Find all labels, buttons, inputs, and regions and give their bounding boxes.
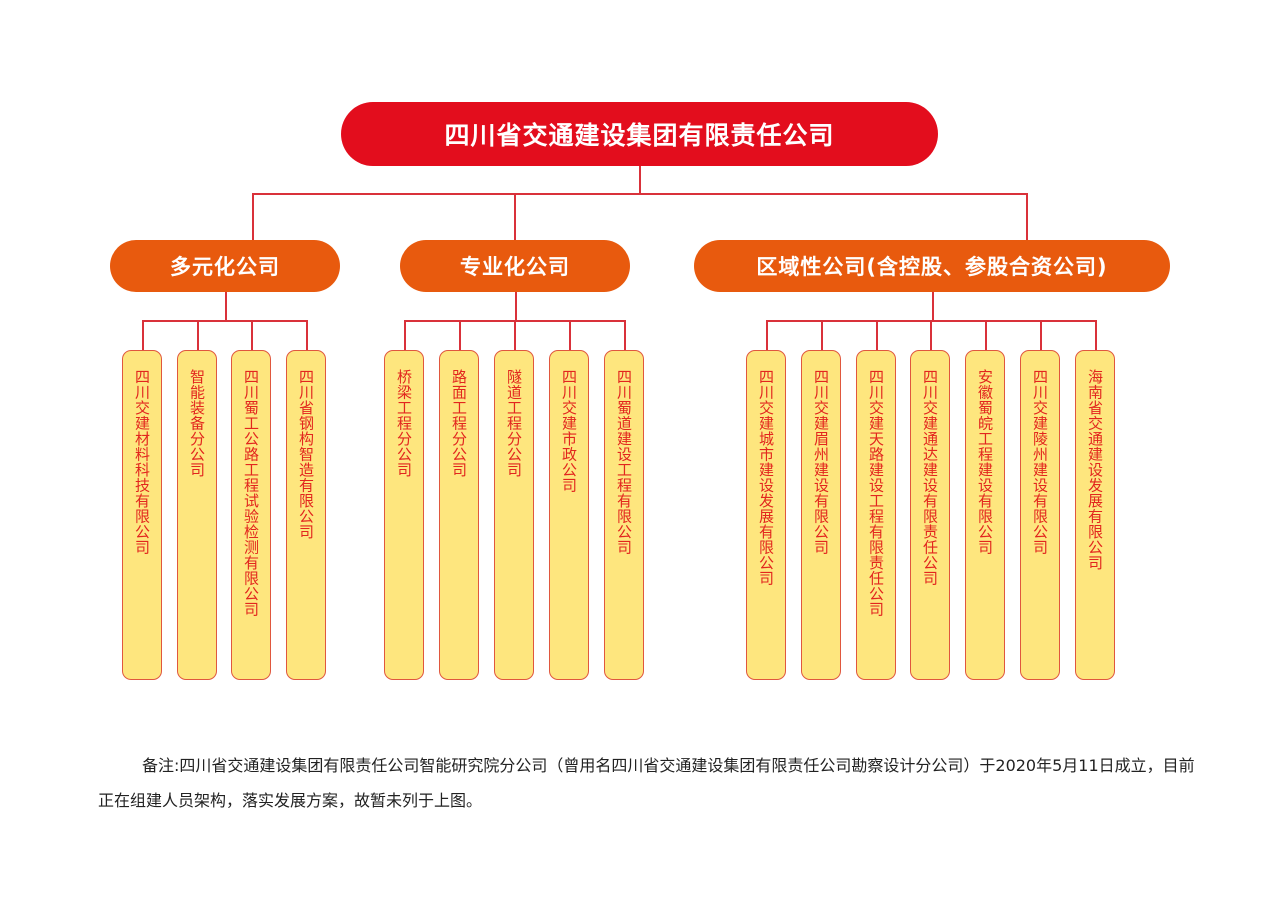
subsidiary-box: 四川交建材料科技有限公司 <box>122 350 162 680</box>
connector <box>624 320 626 350</box>
subsidiary-box: 四川省钢构智造有限公司 <box>286 350 326 680</box>
connector <box>515 292 517 321</box>
connector <box>639 166 641 194</box>
subsidiary-box: 四川蜀工公路工程试验检测有限公司 <box>231 350 271 680</box>
root-company: 四川省交通建设集团有限责任公司 <box>341 102 938 166</box>
connector <box>1095 320 1097 350</box>
connector <box>766 320 768 350</box>
subsidiary-box: 四川交建城市建设发展有限公司 <box>746 350 786 680</box>
footnote: 备注:四川省交通建设集团有限责任公司智能研究院分公司（曾用名四川省交通建设集团有… <box>98 756 1195 810</box>
connector <box>459 320 461 350</box>
subsidiary-box: 四川蜀道建设工程有限公司 <box>604 350 644 680</box>
connector <box>514 320 516 350</box>
connector <box>821 320 823 350</box>
connector <box>932 292 934 321</box>
connector <box>985 320 987 350</box>
group-regional: 区域性公司(含控股、参股合资公司) <box>694 240 1170 292</box>
connector <box>225 292 227 321</box>
connector <box>306 320 308 350</box>
subsidiary-box: 桥梁工程分公司 <box>384 350 424 680</box>
connector <box>252 193 1028 195</box>
connector <box>197 320 199 350</box>
connector <box>930 320 932 350</box>
connector <box>1040 320 1042 350</box>
connector <box>252 193 254 240</box>
subsidiary-box: 四川交建眉州建设有限公司 <box>801 350 841 680</box>
subsidiary-box: 四川交建陵州建设有限公司 <box>1020 350 1060 680</box>
subsidiary-box: 智能装备分公司 <box>177 350 217 680</box>
group-diversified: 多元化公司 <box>110 240 340 292</box>
subsidiary-box: 安徽蜀皖工程建设有限公司 <box>965 350 1005 680</box>
connector <box>514 193 516 240</box>
connector <box>142 320 144 350</box>
connector <box>251 320 253 350</box>
subsidiary-box: 四川交建天路建设工程有限责任公司 <box>856 350 896 680</box>
subsidiary-box: 路面工程分公司 <box>439 350 479 680</box>
connector <box>404 320 406 350</box>
subsidiary-box: 四川交建市政公司 <box>549 350 589 680</box>
connector <box>142 320 308 322</box>
group-professional: 专业化公司 <box>400 240 630 292</box>
subsidiary-box: 海南省交通建设发展有限公司 <box>1075 350 1115 680</box>
connector <box>1026 193 1028 240</box>
subsidiary-box: 四川交建通达建设有限责任公司 <box>910 350 950 680</box>
connector <box>876 320 878 350</box>
subsidiary-box: 隧道工程分公司 <box>494 350 534 680</box>
connector <box>569 320 571 350</box>
